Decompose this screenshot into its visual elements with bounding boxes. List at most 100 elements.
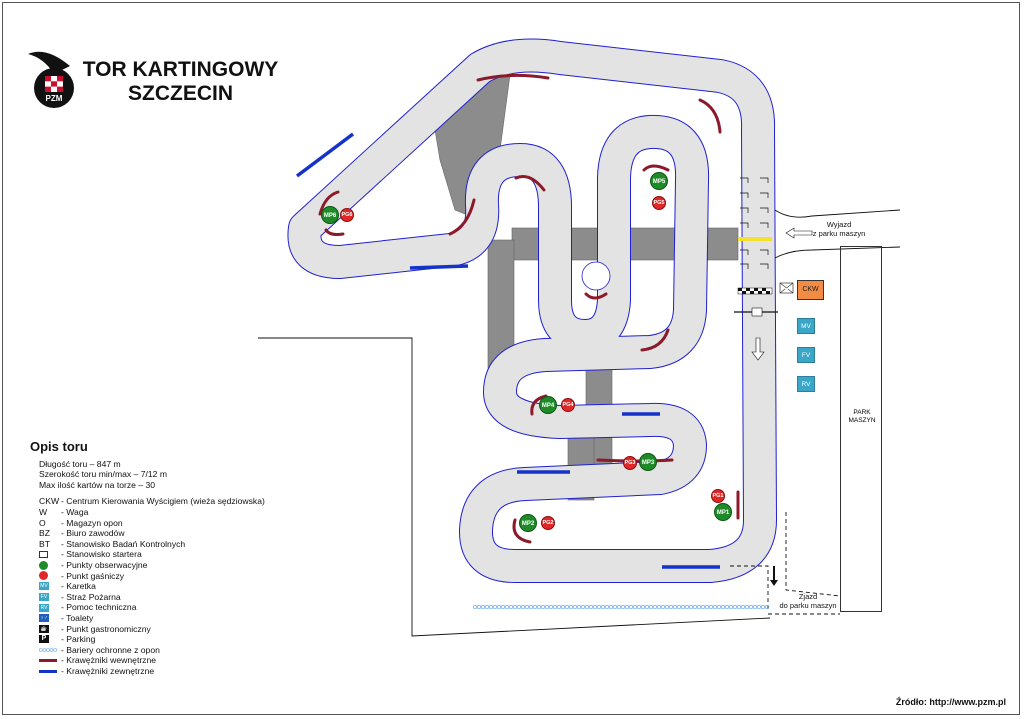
exit-label: Wyjazd z parku maszyn	[812, 220, 866, 238]
track-width: Szerokość toru min/max – 7/12 m	[39, 469, 167, 480]
observation-point-mp3: MP3	[639, 453, 657, 471]
fire-brigade-box: FV	[797, 347, 815, 363]
tyre	[604, 604, 610, 610]
tyre	[700, 604, 706, 610]
track-surface	[287, 38, 777, 583]
fire-point-pg6: PG6	[340, 208, 354, 222]
tyre	[596, 604, 602, 610]
legend-item: FV- Straż Pożarna	[39, 592, 265, 603]
legend-label: - Straż Pożarna	[61, 591, 121, 602]
tyre	[752, 604, 758, 610]
starting-grid	[740, 177, 769, 269]
tyre	[592, 604, 598, 610]
envelope-icon	[779, 282, 794, 294]
tyre	[732, 604, 738, 610]
tyre	[724, 604, 730, 610]
tyre	[508, 604, 514, 610]
tyre	[628, 604, 634, 610]
entry-label: Zjazd do parku maszyn	[779, 592, 837, 610]
tyre	[532, 604, 538, 610]
legend-item: - Stanowisko startera	[39, 549, 265, 560]
tyre	[672, 604, 678, 610]
legend-item: ♀♂- Toalety	[39, 613, 265, 624]
paddock: PARK MASZYN	[840, 246, 882, 612]
fire-point-pg1: PG1	[711, 489, 725, 503]
tyre	[660, 604, 666, 610]
tyre	[608, 604, 614, 610]
tyre	[584, 604, 590, 610]
tyre	[504, 604, 510, 610]
tyre	[688, 604, 694, 610]
tyre	[500, 604, 506, 610]
box-icon: RV	[39, 603, 49, 612]
tyre	[648, 604, 654, 610]
fire-point-pg5: PG5	[652, 196, 666, 210]
finish-line	[737, 287, 773, 295]
exit-arrow-icon	[785, 227, 813, 239]
envelope-icon	[39, 551, 48, 559]
tyre	[652, 604, 658, 610]
outer-kerb-icon	[39, 669, 57, 673]
track-length: Długość toru – 847 m	[39, 458, 121, 469]
tyre	[620, 604, 626, 610]
tyre	[568, 604, 574, 610]
legend-item: MV- Karetka	[39, 581, 265, 592]
legend-label: - Punkt gastronomiczny	[61, 623, 151, 634]
tyre	[496, 604, 502, 610]
timing-box	[751, 307, 763, 317]
tyre	[536, 604, 542, 610]
tyre	[484, 604, 490, 610]
legend-label: - Krawężniki wewnętrzne	[61, 655, 157, 666]
max-karts: Max ilość kartów na torze – 30	[39, 479, 156, 490]
tyre	[692, 604, 698, 610]
tyre	[600, 604, 606, 610]
legend-label: - Pomoc techniczna	[61, 602, 137, 613]
tyre	[572, 604, 578, 610]
legend-item: CKW- Centrum Kierowania Wyścigiem (wieża…	[39, 496, 265, 507]
legend-label: - Toalety	[61, 612, 94, 623]
page-title: TOR KARTINGOWY SZCZECIN	[78, 58, 283, 106]
legend-item: - Punkty obserwacyjne	[39, 560, 265, 571]
legend-label: - Krawężniki zewnętrzne	[61, 665, 155, 676]
legend-label: - Stanowisko Badań Kontrolnych	[61, 538, 186, 549]
legend-code: BT	[39, 538, 50, 549]
box-icon: MV	[39, 582, 49, 591]
legend-label: - Bariery ochronne z opon	[61, 644, 160, 655]
legend-item: O- Magazyn opon	[39, 518, 265, 529]
tyre	[580, 604, 586, 610]
tyre	[716, 604, 722, 610]
tyre	[612, 604, 618, 610]
ambulance-box: MV	[797, 318, 815, 334]
legend-items: CKW- Centrum Kierowania Wyścigiem (wieża…	[39, 496, 265, 676]
legend-item: ☕- Punkt gastronomiczny	[39, 624, 265, 635]
tyre	[548, 604, 554, 610]
paddock-label: PARK MASZYN	[848, 409, 876, 424]
legend-label: - Magazyn opon	[61, 517, 123, 528]
tyre	[556, 604, 562, 610]
start-line	[738, 237, 772, 241]
legend-code: BZ	[39, 528, 50, 539]
fire-point-pg4: PG4	[561, 398, 575, 412]
inner-island	[581, 261, 611, 291]
entry-arrow-icon	[770, 566, 778, 586]
tyre	[676, 604, 682, 610]
tyre	[748, 604, 754, 610]
observation-point-mp5: MP5	[650, 172, 668, 190]
title-line-1: TOR KARTINGOWY	[82, 58, 279, 81]
tyre	[636, 604, 642, 610]
legend-item: - Punkt gaśniczy	[39, 571, 265, 582]
red-circle-icon	[39, 571, 48, 581]
technical-help-box: RV	[797, 376, 815, 392]
logo-text: PZM	[45, 94, 63, 103]
legend-label: - Punkty obserwacyjne	[61, 559, 148, 570]
tyre	[524, 604, 530, 610]
green-circle-icon	[39, 560, 48, 570]
legend-item: - Krawężniki wewnętrzne	[39, 655, 265, 666]
tyre	[656, 604, 662, 610]
tyre	[720, 604, 726, 610]
legend-item: - Bariery ochronne z opon	[39, 645, 265, 656]
tyre	[664, 604, 670, 610]
tyre	[684, 604, 690, 610]
inner-kerbs	[318, 73, 740, 544]
